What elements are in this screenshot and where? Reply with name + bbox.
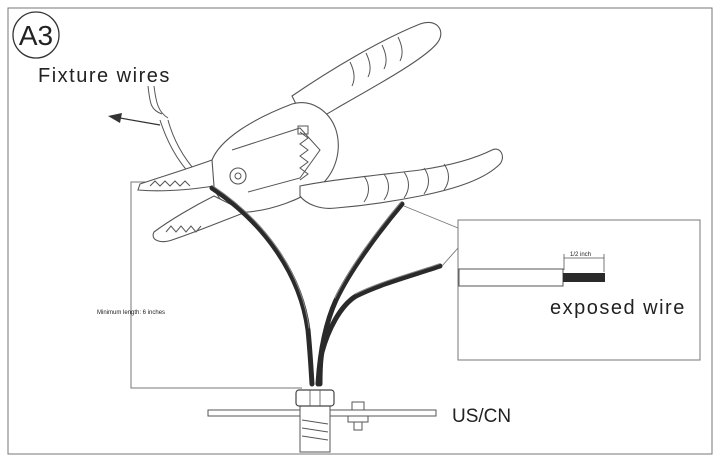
lower-handle-grip: [363, 163, 449, 203]
inset-callout-lines: [403, 205, 459, 267]
step-label: A3: [19, 20, 53, 51]
exposed-wire-label: exposed wire: [550, 297, 686, 319]
half-inch-label: 1/2 inch: [570, 252, 591, 258]
wire-highlights: [212, 185, 440, 329]
lower-jaw: [152, 195, 248, 243]
pivot-rivet: [229, 167, 247, 185]
wire-right: [317, 263, 443, 387]
upper-handle: [291, 22, 442, 125]
region-label: US/CN: [452, 406, 511, 427]
spring: [299, 131, 309, 181]
inset-frame: [457, 219, 701, 361]
diagram-frame: [7, 7, 713, 455]
wire-stripper-tool: [137, 22, 503, 243]
step-badge: A3: [12, 11, 60, 59]
lower-handle: [299, 148, 503, 209]
ground-screw: [347, 401, 369, 431]
fixture-wires-label: Fixture wires: [38, 65, 171, 87]
inset-wire-diagram: [458, 254, 605, 287]
supply-wires: [209, 185, 443, 387]
wire-left: [209, 185, 315, 387]
upper-handle-grip: [349, 36, 403, 87]
minimum-length-label: Minimum length: 6 inches: [97, 310, 165, 316]
mounting-hardware: [207, 389, 437, 453]
exposed-wire-inset: 1/2 inch exposed wire: [457, 219, 701, 361]
direction-arrow: [108, 113, 161, 126]
upper-jaw: [137, 159, 215, 192]
lock-nut: [295, 389, 335, 407]
